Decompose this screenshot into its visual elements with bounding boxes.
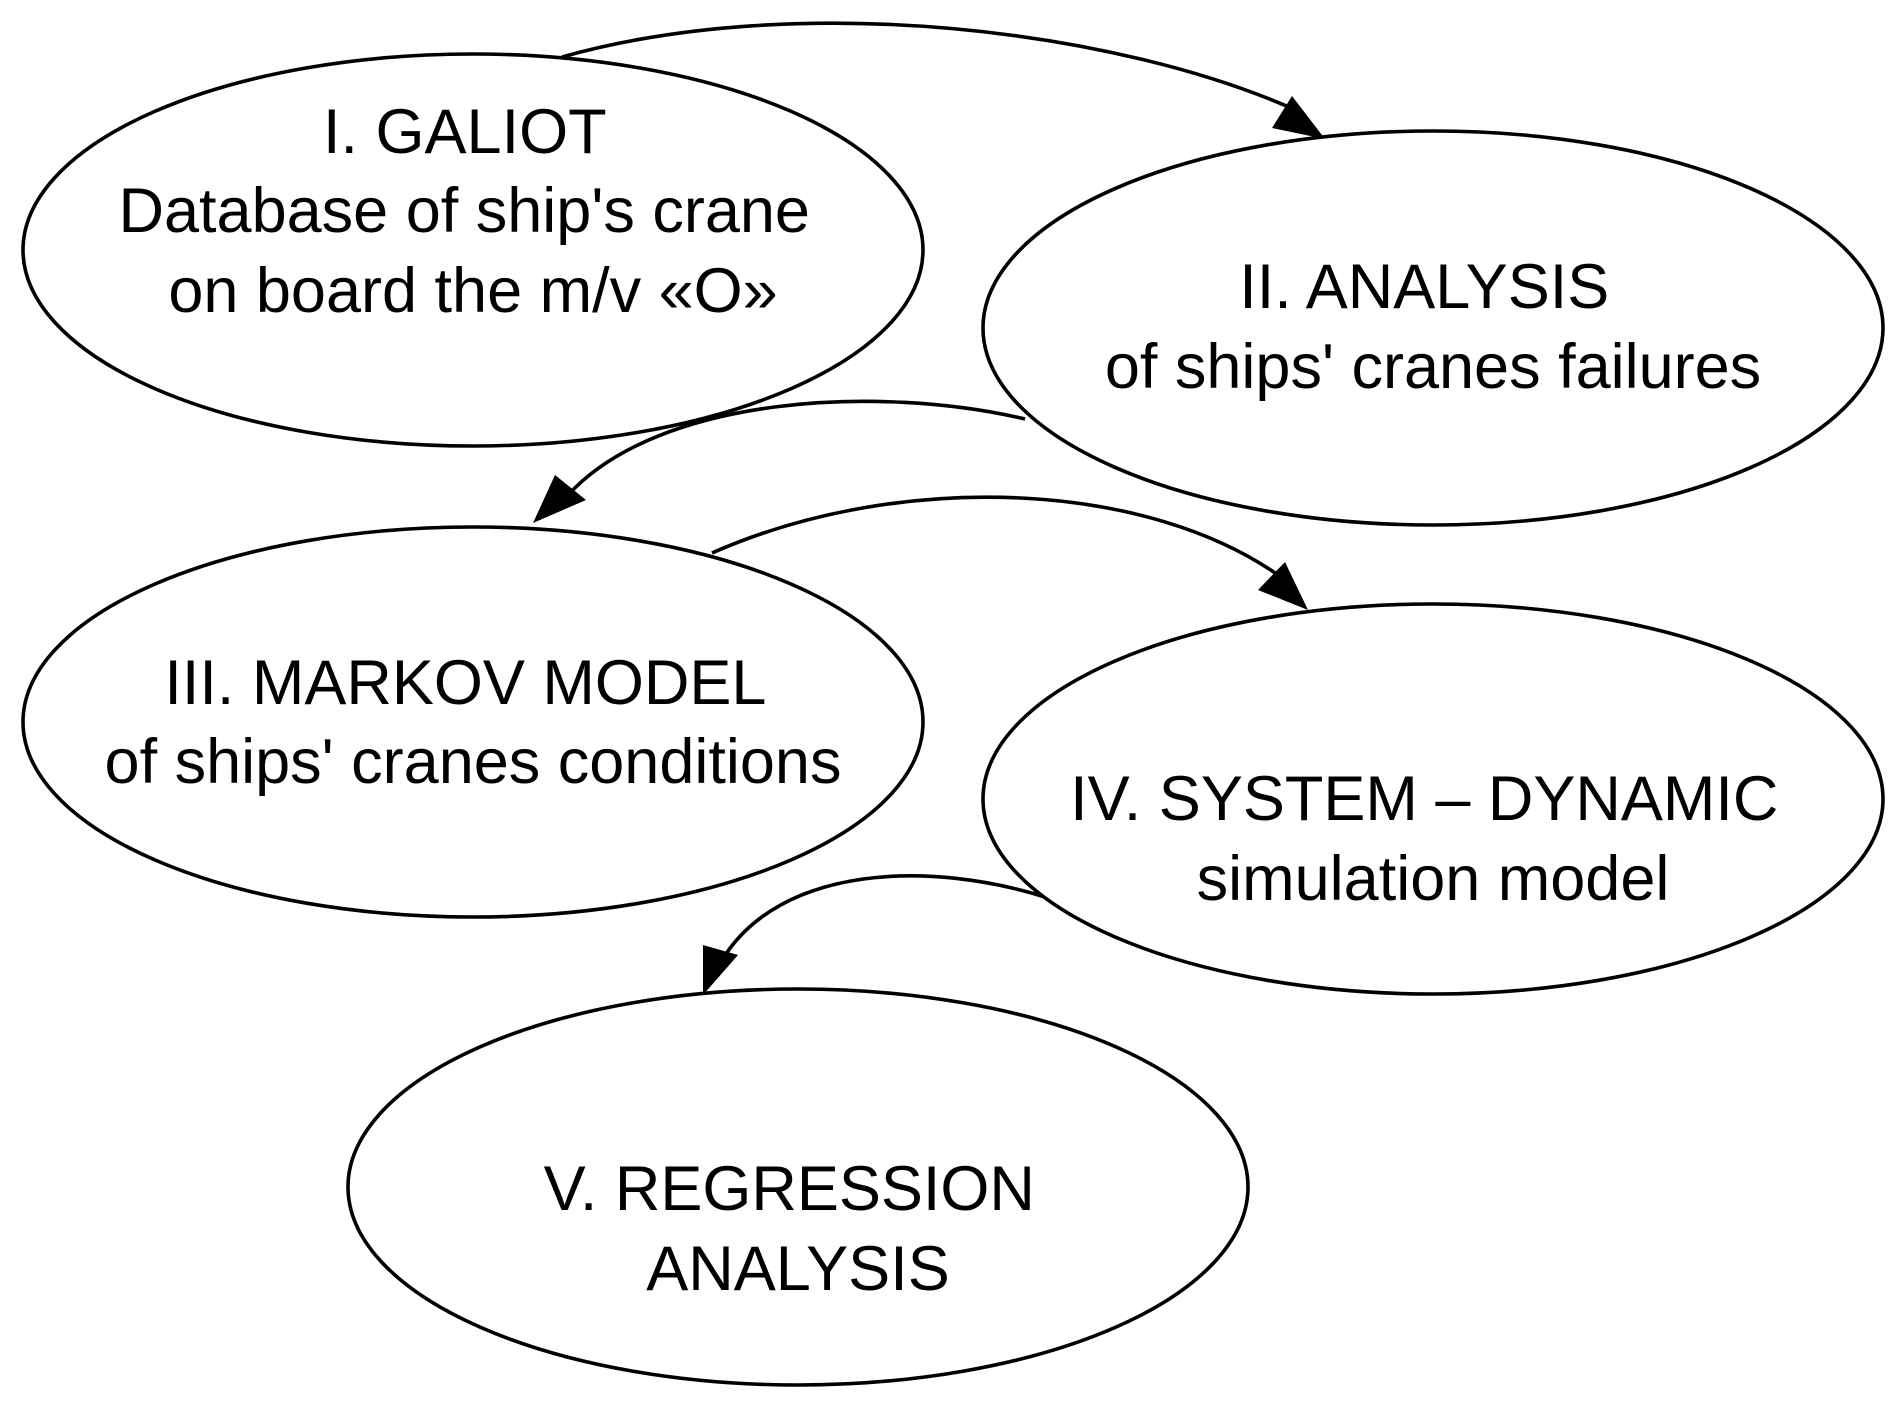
- node-label-line: simulation model: [1197, 844, 1670, 914]
- node-label: II. ANALYSIS of ships' cranes failures: [1105, 252, 1761, 402]
- node-ellipse: [21, 52, 925, 448]
- node-label-line: ANALYSIS: [646, 1234, 949, 1304]
- node-regression: V. REGRESSION ANALYSIS: [346, 987, 1250, 1387]
- node-label-line: IV. SYSTEM – DYNAMIC: [1070, 764, 1778, 834]
- node-ellipse: [981, 602, 1885, 996]
- edges: [533, 21, 1325, 995]
- node-label-line: Database of ship's crane: [119, 176, 810, 246]
- edge-line: [561, 21, 1301, 114]
- arrowhead: [703, 945, 738, 995]
- node-label-line: V. REGRESSION: [544, 1154, 1035, 1224]
- node-label-line: on board the m/v «O»: [168, 256, 777, 326]
- node-ellipse: [981, 129, 1885, 527]
- node-analysis: II. ANALYSIS of ships' cranes failures: [981, 129, 1885, 527]
- edge-line: [720, 874, 1049, 961]
- node-label-line: I. GALIOT: [323, 97, 606, 167]
- edge-analysis-to-markov: [533, 399, 1026, 523]
- node-system-dynamic: IV. SYSTEM – DYNAMIC simulation model: [981, 602, 1885, 996]
- node-label-line: II. ANALYSIS: [1239, 252, 1609, 322]
- node-label: IV. SYSTEM – DYNAMIC simulation model: [1070, 764, 1796, 914]
- node-label: I. GALIOT Database of ship's crane on bo…: [119, 97, 828, 326]
- edge-markov-to-system-dynamic: [711, 495, 1308, 610]
- node-ellipse: [346, 987, 1250, 1387]
- node-label: V. REGRESSION ANALYSIS: [544, 1154, 1053, 1304]
- node-markov: III. MARKOV MODEL of ships' cranes condi…: [21, 525, 925, 919]
- arrowhead: [533, 475, 586, 523]
- arrowhead: [1272, 96, 1325, 139]
- node-ellipse: [21, 525, 925, 919]
- node-galiot: I. GALIOT Database of ship's crane on bo…: [21, 52, 925, 448]
- edge-line: [711, 495, 1287, 582]
- node-label-line: of ships' cranes conditions: [105, 727, 842, 797]
- arrowhead: [1258, 562, 1308, 610]
- edge-galiot-to-analysis: [561, 21, 1325, 139]
- edge-system-dynamic-to-regression: [703, 874, 1049, 995]
- node-label-line: III. MARKOV MODEL: [164, 648, 764, 718]
- node-label-line: of ships' cranes failures: [1105, 332, 1761, 402]
- node-label: III. MARKOV MODEL of ships' cranes condi…: [105, 648, 842, 797]
- edge-line: [566, 399, 1026, 497]
